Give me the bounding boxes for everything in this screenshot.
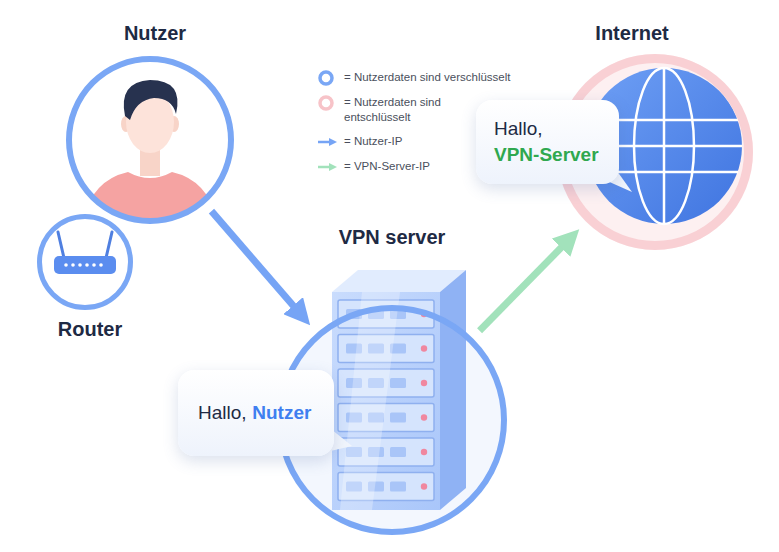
legend-sample [316, 95, 340, 111]
bubble-text: VPN-Server [494, 142, 601, 168]
circle-ring [69, 59, 231, 221]
router-lights [99, 263, 103, 267]
router-lights [71, 263, 75, 267]
legend-row: = Nutzer-IP [316, 134, 511, 150]
legend-row: = VPN-Server-IP [316, 159, 511, 175]
legend-arrowhead [329, 138, 337, 146]
drawer-slot [390, 482, 406, 492]
drawer-led [421, 414, 427, 420]
server-front [332, 292, 440, 510]
drawer-slot [390, 413, 406, 423]
router-circle: Router [37, 214, 133, 310]
router-antenna [106, 232, 112, 258]
speech-bubble: Hallo,Nutzer [178, 370, 334, 456]
legend-text: = Nutzerdaten sind entschlüsselt [344, 95, 462, 125]
vpn-ip-arrow [480, 241, 569, 331]
user-circle: Nutzer [66, 56, 234, 224]
drawer-led [421, 380, 427, 386]
legend-row: = Nutzerdaten sind entschlüsselt [316, 95, 511, 125]
circle-outline [37, 214, 133, 310]
drawer-led [421, 345, 427, 351]
router-figure [37, 214, 133, 310]
drawer-slot [390, 378, 406, 388]
drawer-slot [390, 447, 406, 457]
legend: = Nutzerdaten sind verschlüsselt = Nutzer… [316, 70, 511, 184]
legend-text: = Nutzerdaten sind verschlüsselt [344, 70, 511, 85]
legend-ring [320, 97, 332, 109]
speech-bubble: Hallo,VPN-Server [476, 100, 619, 184]
router-lights [64, 263, 68, 267]
user-ip-arrow [211, 211, 299, 313]
circle-ring [40, 217, 131, 308]
drawer-led [421, 483, 427, 489]
legend-text: = VPN-Server-IP [344, 159, 430, 174]
router-lights [92, 263, 96, 267]
user-hair [124, 80, 178, 120]
router-ground [37, 214, 133, 310]
node-heading: Nutzer [124, 22, 186, 45]
legend-row: = Nutzerdaten sind verschlüsselt [316, 70, 511, 86]
router-body [54, 256, 116, 274]
legend-arrowhead [329, 163, 337, 171]
node-heading: Router [58, 318, 122, 341]
user-figure [80, 80, 220, 240]
bubble-text: Nutzer [252, 400, 311, 426]
legend-sample [316, 134, 340, 150]
node-heading: VPN server [339, 226, 446, 249]
user-figure [66, 56, 234, 240]
bubble-text: Hallo, [494, 116, 601, 142]
legend-ring [320, 72, 332, 84]
router-lights [78, 263, 82, 267]
router-lights [85, 263, 89, 267]
circle-outline [66, 56, 234, 224]
legend-text: = Nutzer-IP [344, 134, 402, 149]
bubble-text: Hallo, [198, 400, 247, 426]
node-heading: Internet [595, 22, 668, 45]
server-side [440, 270, 466, 510]
legend-sample [316, 159, 340, 175]
legend-sample [316, 70, 340, 86]
router-antenna [58, 232, 64, 258]
router-lights [64, 263, 103, 267]
server-glass [340, 292, 400, 510]
drawer-led [421, 449, 427, 455]
